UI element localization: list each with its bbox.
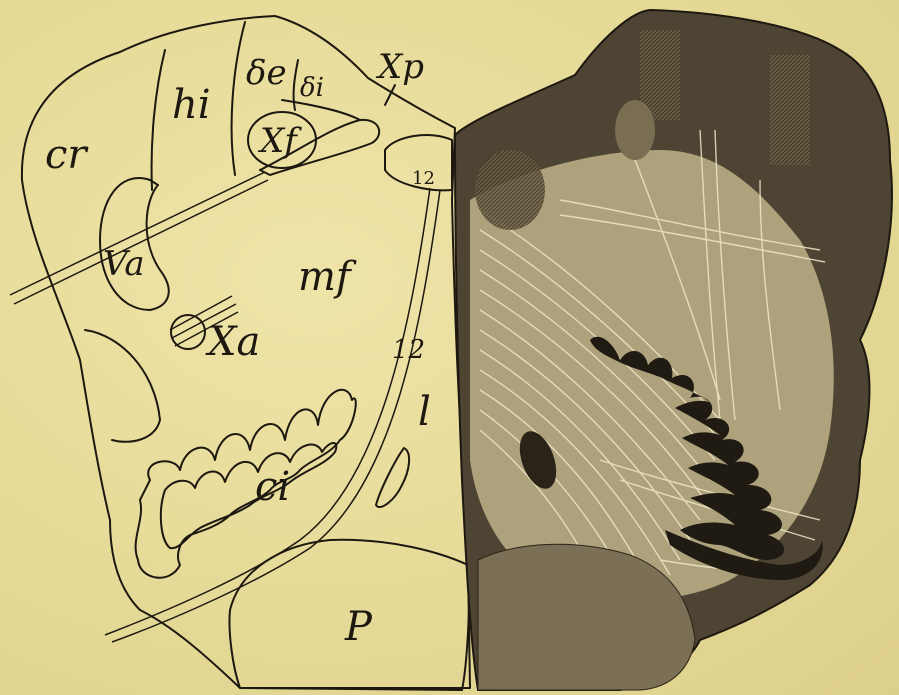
label-ci: ci xyxy=(255,464,290,510)
nerve-12-tract-b xyxy=(112,190,440,642)
left-textured-area xyxy=(475,150,545,230)
tract-upper-line-b xyxy=(14,180,268,304)
histology-section xyxy=(455,10,892,690)
xp-tick xyxy=(385,85,395,105)
label-xa: Xa xyxy=(205,319,260,365)
left-lobe-region xyxy=(85,330,160,442)
upper-nucleus-c xyxy=(615,100,655,160)
label-hi: hi xyxy=(172,82,211,128)
label-xp: Xp xyxy=(375,47,424,87)
label-si: δi xyxy=(300,73,324,103)
label-cr: cr xyxy=(45,132,89,178)
label-12-top: 12 xyxy=(412,168,435,189)
label-12-mid: 12 xyxy=(392,335,425,365)
label-xf: Xf xyxy=(257,121,302,161)
divider-cr-hi xyxy=(152,50,165,190)
nerve-12-tract-a xyxy=(105,188,430,635)
label-mf: mf xyxy=(298,254,357,300)
label-se: δe xyxy=(246,53,287,93)
divider-hi-se xyxy=(232,22,245,175)
label-va: Va xyxy=(103,244,145,284)
l-tear-structure xyxy=(376,448,409,507)
label-p: P xyxy=(344,604,373,650)
label-l: l xyxy=(418,389,431,435)
olive-outline-outer xyxy=(136,390,356,578)
upper-nucleus-b xyxy=(770,55,810,165)
